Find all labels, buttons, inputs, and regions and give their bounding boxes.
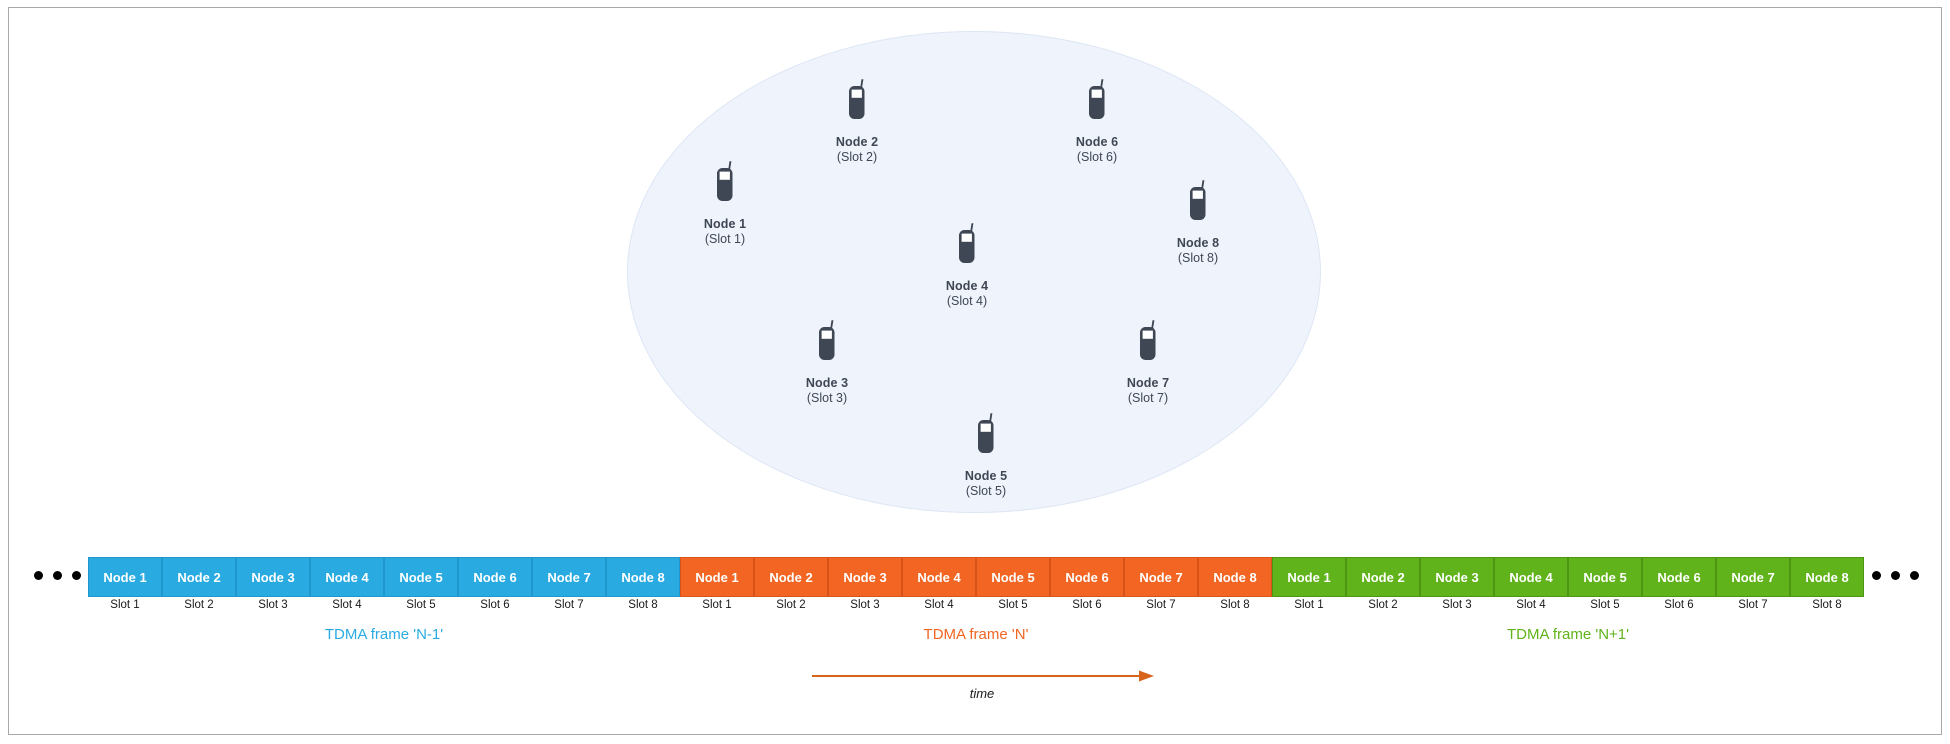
tdma-slot-cell[interactable]: Node 1: [1272, 557, 1346, 597]
tdma-slot-name: Slot 3: [1442, 599, 1472, 611]
tdma-slot-cell[interactable]: Node 4: [310, 557, 384, 597]
node-label: Node 6: [1075, 135, 1119, 149]
node-slot-label: (Slot 1): [704, 232, 746, 246]
tdma-slot-name: Slot 2: [776, 599, 806, 611]
tdma-slot-name: Slot 5: [998, 599, 1028, 611]
tdma-slot-name: Slot 6: [1664, 599, 1694, 611]
time-axis-label: time: [969, 686, 995, 701]
node-slot-label: (Slot 2): [836, 150, 878, 164]
network-node-8[interactable]: Node 8 (Slot 8): [1118, 179, 1278, 266]
tdma-slot-cell[interactable]: Node 7: [1716, 557, 1790, 597]
tdma-slot-cell[interactable]: Node 3: [236, 557, 310, 597]
tdma-slot-name: Slot 8: [628, 599, 658, 611]
ellipsis-dot: [1910, 571, 1919, 580]
node-label: Node 1: [703, 217, 747, 231]
tdma-slot-name: Slot 4: [332, 599, 362, 611]
node-slot-label: (Slot 6): [1076, 150, 1118, 164]
time-axis-arrow: [812, 668, 1157, 689]
tdma-slot-name: Slot 4: [924, 599, 954, 611]
mobile-phone-icon: [906, 412, 1066, 465]
tdma-slot-name: Slot 2: [1368, 599, 1398, 611]
node-slot-label: (Slot 4): [946, 294, 988, 308]
tdma-slot-cell[interactable]: Node 2: [1346, 557, 1420, 597]
tdma-slot-name: Slot 1: [110, 599, 140, 611]
tdma-slot-cell[interactable]: Node 5: [1568, 557, 1642, 597]
node-label: Node 5: [964, 469, 1008, 483]
tdma-slot-cell[interactable]: Node 6: [1642, 557, 1716, 597]
timeline-left-ellipsis: [34, 571, 81, 580]
mobile-phone-icon: [1118, 179, 1278, 232]
network-node-3[interactable]: Node 3 (Slot 3): [747, 319, 907, 406]
mobile-phone-icon: [1068, 319, 1228, 372]
network-node-4[interactable]: Node 4 (Slot 4): [887, 222, 1047, 309]
node-label: Node 2: [835, 135, 879, 149]
node-label: Node 8: [1176, 236, 1220, 250]
tdma-slot-name: Slot 7: [554, 599, 584, 611]
mobile-phone-icon: [1017, 78, 1177, 131]
tdma-slot-name: Slot 6: [1072, 599, 1102, 611]
tdma-slot-cell[interactable]: Node 3: [828, 557, 902, 597]
tdma-slot-name: Slot 3: [850, 599, 880, 611]
frame-caption-n-minus-1: TDMA frame 'N-1': [324, 626, 444, 643]
frame-caption-n: TDMA frame 'N': [923, 626, 1029, 643]
tdma-slot-name: Slot 1: [1294, 599, 1324, 611]
tdma-slot-cell[interactable]: Node 2: [162, 557, 236, 597]
tdma-slot-name: Slot 4: [1516, 599, 1546, 611]
tdma-slot-cell[interactable]: Node 4: [1494, 557, 1568, 597]
tdma-slot-name: Slot 3: [258, 599, 288, 611]
tdma-slot-cell[interactable]: Node 1: [88, 557, 162, 597]
ellipsis-dot: [1891, 571, 1900, 580]
network-node-5[interactable]: Node 5 (Slot 5): [906, 412, 1066, 499]
node-slot-label: (Slot 8): [1177, 251, 1219, 265]
tdma-slot-cell[interactable]: Node 6: [1050, 557, 1124, 597]
mobile-phone-icon: [747, 319, 907, 372]
tdma-slot-name-row: Slot 1 Slot 2 Slot 3 Slot 4 Slot 5 Slot 6 Slot…: [88, 599, 1864, 611]
timeline-right-ellipsis: [1872, 571, 1919, 580]
tdma-slot-cell[interactable]: Node 8: [1790, 557, 1864, 597]
tdma-slot-name: Slot 5: [1590, 599, 1620, 611]
tdma-slot-cell[interactable]: Node 6: [458, 557, 532, 597]
tdma-slot-cell[interactable]: Node 4: [902, 557, 976, 597]
ellipsis-dot: [1872, 571, 1881, 580]
tdma-slot-cell[interactable]: Node 5: [384, 557, 458, 597]
tdma-slot-name: Slot 7: [1146, 599, 1176, 611]
tdma-slot-name: Slot 7: [1738, 599, 1768, 611]
ellipsis-dot: [72, 571, 81, 580]
tdma-slot-name: Slot 6: [480, 599, 510, 611]
node-slot-label: (Slot 7): [1127, 391, 1169, 405]
tdma-slot-name: Slot 8: [1220, 599, 1250, 611]
tdma-slot-name: Slot 2: [184, 599, 214, 611]
frame-caption-n-plus-1: TDMA frame 'N+1': [1506, 626, 1629, 643]
mobile-phone-icon: [887, 222, 1047, 275]
mobile-phone-icon: [777, 78, 937, 131]
tdma-slot-cell[interactable]: Node 1: [680, 557, 754, 597]
node-slot-label: (Slot 3): [806, 391, 848, 405]
ellipsis-dot: [53, 571, 62, 580]
tdma-slot-cell[interactable]: Node 7: [1124, 557, 1198, 597]
mobile-phone-icon: [645, 160, 805, 213]
node-label: Node 3: [805, 376, 849, 390]
node-label: Node 7: [1126, 376, 1170, 390]
tdma-slot-name: Slot 8: [1812, 599, 1842, 611]
tdma-slot-cell[interactable]: Node 8: [1198, 557, 1272, 597]
tdma-slot-name: Slot 1: [702, 599, 732, 611]
node-slot-label: (Slot 5): [965, 484, 1007, 498]
network-node-6[interactable]: Node 6 (Slot 6): [1017, 78, 1177, 165]
tdma-slot-name: Slot 5: [406, 599, 436, 611]
network-node-7[interactable]: Node 7 (Slot 7): [1068, 319, 1228, 406]
ellipsis-dot: [34, 571, 43, 580]
tdma-slot-cell[interactable]: Node 5: [976, 557, 1050, 597]
tdma-slot-cell[interactable]: Node 3: [1420, 557, 1494, 597]
node-label: Node 4: [945, 279, 989, 293]
tdma-slot-cell[interactable]: Node 7: [532, 557, 606, 597]
tdma-slot-cell[interactable]: Node 8: [606, 557, 680, 597]
network-cloud-ellipse: [627, 31, 1321, 513]
tdma-slot-cell[interactable]: Node 2: [754, 557, 828, 597]
network-node-1[interactable]: Node 1 (Slot 1): [645, 160, 805, 247]
network-node-2[interactable]: Node 2 (Slot 2): [777, 78, 937, 165]
